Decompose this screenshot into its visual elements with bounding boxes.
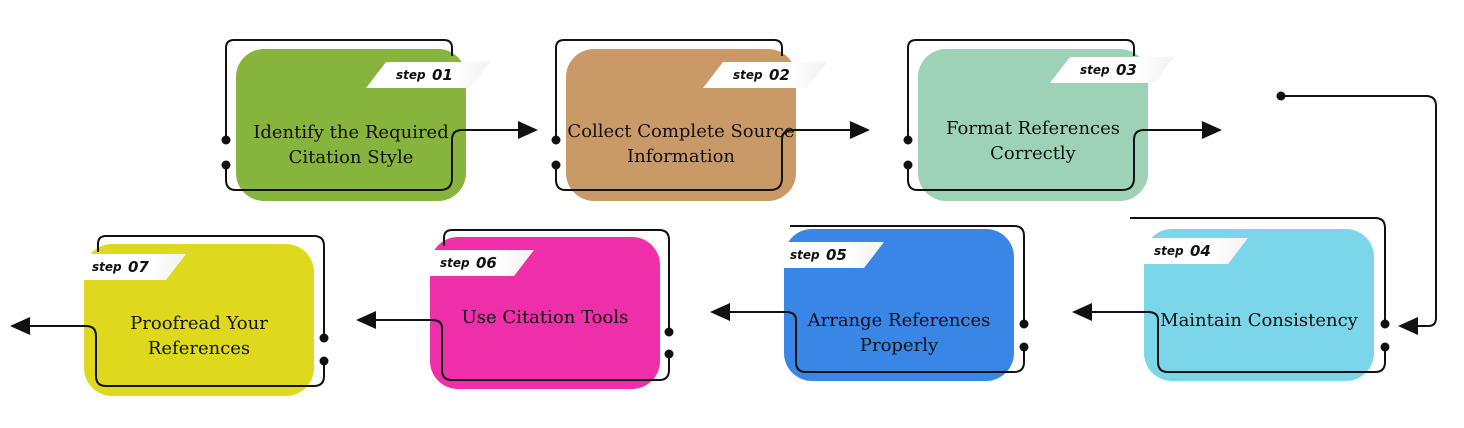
step-06-title: Use Citation Tools	[461, 307, 629, 328]
step-04-title: Maintain Consistency	[1160, 310, 1358, 331]
